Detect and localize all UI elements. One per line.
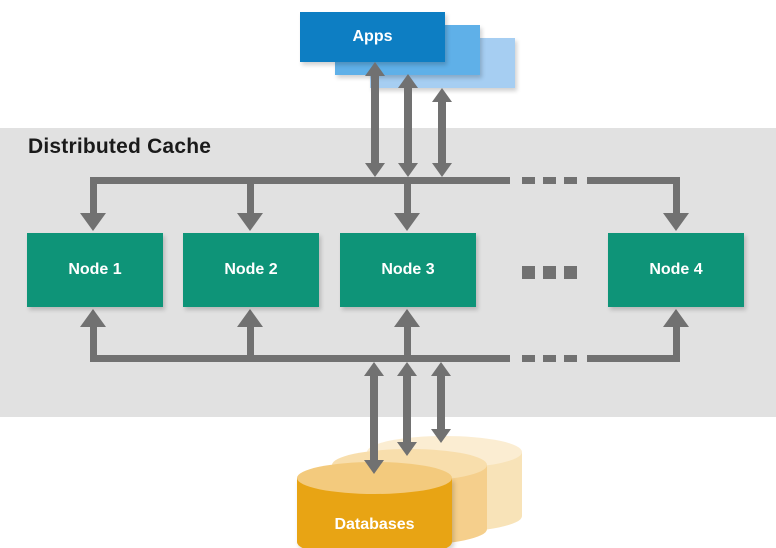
connector-dash bbox=[522, 177, 535, 184]
arrowhead-up-icon bbox=[431, 362, 451, 376]
arrowhead-up-icon bbox=[397, 362, 417, 376]
ellipsis-dot bbox=[543, 266, 556, 279]
connector-dash bbox=[564, 177, 577, 184]
arrow-stem bbox=[438, 100, 446, 164]
arrowhead-up-icon bbox=[80, 309, 106, 327]
connector-dash bbox=[543, 177, 556, 184]
arrowhead-up-icon bbox=[432, 88, 452, 102]
bottom-connector-line bbox=[587, 355, 680, 362]
node-3: Node 3 bbox=[340, 233, 476, 307]
arrow-stem bbox=[90, 177, 97, 215]
arrowhead-down-icon bbox=[80, 213, 106, 231]
node-3-label: Node 3 bbox=[381, 261, 435, 278]
apps-label: Apps bbox=[352, 28, 393, 45]
arrowhead-down-icon bbox=[394, 213, 420, 231]
arrowhead-down-icon bbox=[365, 163, 385, 177]
node-1: Node 1 bbox=[27, 233, 163, 307]
node-1-label: Node 1 bbox=[68, 261, 122, 278]
arrow-stem bbox=[404, 86, 412, 164]
arrowhead-up-icon bbox=[365, 62, 385, 76]
node-2-label: Node 2 bbox=[224, 261, 278, 278]
arrowhead-down-icon bbox=[663, 213, 689, 231]
arrowhead-up-icon bbox=[237, 309, 263, 327]
cache-band-title: Distributed Cache bbox=[28, 135, 212, 158]
arrowhead-down-icon bbox=[397, 442, 417, 456]
arrowhead-down-icon bbox=[364, 460, 384, 474]
arrowhead-down-icon bbox=[237, 213, 263, 231]
arrow-stem bbox=[403, 374, 411, 443]
arrowhead-down-icon bbox=[398, 163, 418, 177]
connector-dash bbox=[522, 355, 535, 362]
arrowhead-down-icon bbox=[431, 429, 451, 443]
arrow-stem bbox=[370, 374, 378, 461]
node-4-label: Node 4 bbox=[649, 261, 703, 278]
app-box-front: Apps bbox=[300, 12, 445, 62]
arrowhead-down-icon bbox=[432, 163, 452, 177]
arrowhead-up-icon bbox=[663, 309, 689, 327]
arrowhead-up-icon bbox=[364, 362, 384, 376]
arrowhead-up-icon bbox=[394, 309, 420, 327]
top-connector-line bbox=[90, 177, 510, 184]
arrow-stem bbox=[404, 325, 411, 362]
ellipsis-dot bbox=[522, 266, 535, 279]
bottom-connector-line bbox=[90, 355, 510, 362]
arrow-stem bbox=[437, 374, 445, 430]
node-4: Node 4 bbox=[608, 233, 744, 307]
arrowhead-up-icon bbox=[398, 74, 418, 88]
node-2: Node 2 bbox=[183, 233, 319, 307]
arrow-stem bbox=[673, 325, 680, 362]
connector-dash bbox=[543, 355, 556, 362]
arrow-stem bbox=[247, 325, 254, 362]
ellipsis-dot bbox=[564, 266, 577, 279]
arrow-stem bbox=[247, 177, 254, 215]
arrow-stem bbox=[673, 177, 680, 215]
top-connector-line bbox=[587, 177, 680, 184]
arrow-stem bbox=[371, 74, 379, 164]
connector-dash bbox=[564, 355, 577, 362]
arrow-stem bbox=[404, 177, 411, 215]
arrow-stem bbox=[90, 325, 97, 362]
databases-label: Databases bbox=[334, 516, 415, 533]
